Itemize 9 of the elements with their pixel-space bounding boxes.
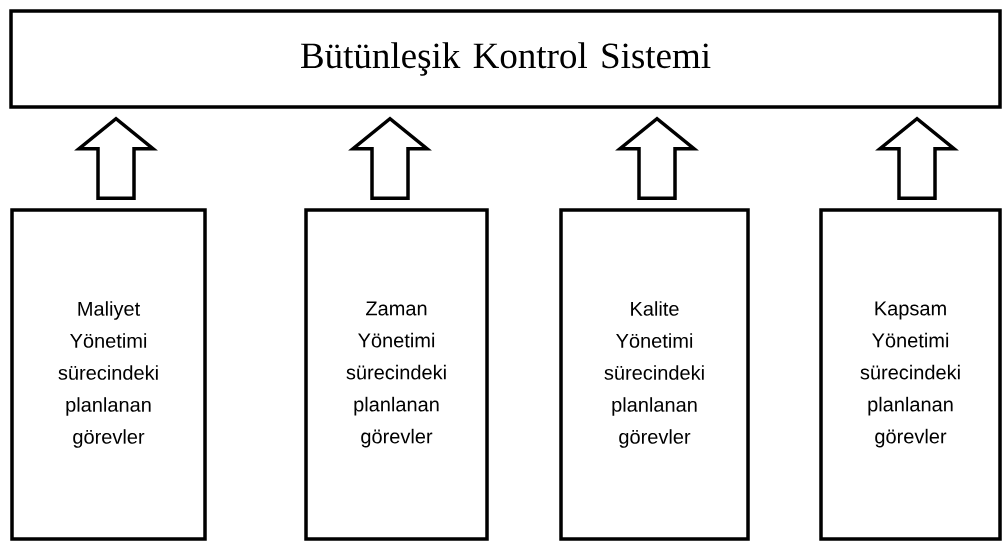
block-arrow xyxy=(615,116,699,200)
title-box: Bütünleşik Kontrol Sistemi xyxy=(9,9,1002,109)
process-box: Kapsam Yönetimi sürecindeki planlanan görevler xyxy=(819,208,1002,541)
process-box: Kalite Yönetimi sürecindeki planlanan görevler xyxy=(559,208,750,541)
block-arrow xyxy=(74,116,158,200)
block-arrow xyxy=(348,116,432,200)
process-box: Zaman Yönetimi sürecindeki planlanan görevler xyxy=(304,208,489,541)
process-box: Maliyet Yönetimi sürecindeki planlanan görevler xyxy=(10,208,207,541)
block-arrow xyxy=(875,116,959,200)
